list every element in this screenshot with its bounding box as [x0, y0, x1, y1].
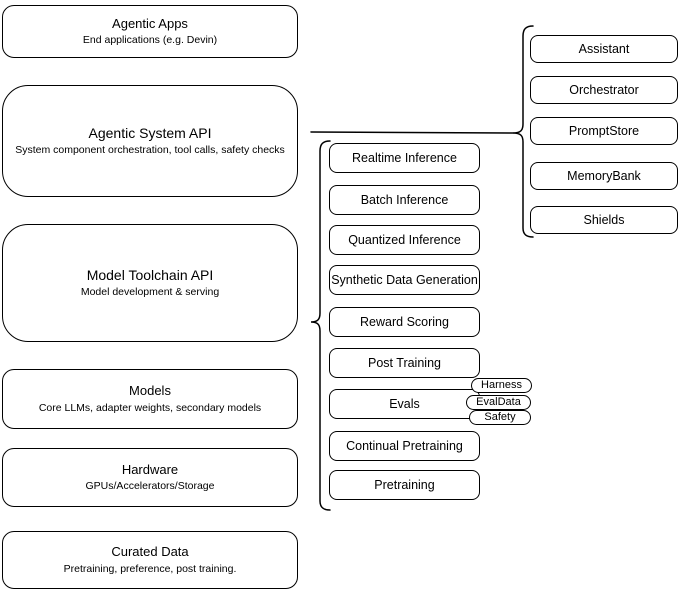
node-curated-data: Curated Data Pretraining, preference, po… — [2, 531, 298, 589]
node-label: Shields — [583, 213, 625, 227]
node-assistant: Assistant — [530, 35, 678, 63]
node-label: Realtime Inference — [352, 151, 457, 165]
node-synthetic-data-generation: Synthetic Data Generation — [329, 265, 480, 295]
node-pretraining: Pretraining — [329, 470, 480, 500]
node-post-training: Post Training — [329, 348, 480, 378]
node-label: Assistant — [578, 42, 630, 56]
node-model-toolchain-api: Model Toolchain API Model development & … — [2, 224, 298, 342]
node-label: PromptStore — [568, 124, 640, 138]
node-label: Pretraining — [374, 478, 435, 492]
node-subtitle: System component orchestration, tool cal… — [15, 144, 285, 157]
node-title: Model Toolchain API — [86, 266, 214, 283]
node-realtime-inference: Realtime Inference — [329, 143, 480, 173]
node-shields: Shields — [530, 206, 678, 234]
node-evals: Evals — [329, 389, 480, 419]
node-label: Post Training — [368, 356, 441, 370]
node-subtitle: End applications (e.g. Devin) — [82, 34, 218, 47]
node-subtitle: GPUs/Accelerators/Storage — [85, 480, 215, 493]
node-label: Continual Pretraining — [346, 439, 463, 453]
node-label: Reward Scoring — [360, 315, 449, 329]
node-subtitle: Model development & serving — [80, 286, 220, 299]
pill-label: Harness — [481, 379, 522, 391]
pill-label: EvalData — [476, 396, 521, 408]
node-title: Curated Data — [111, 544, 189, 560]
node-agentic-system-api: Agentic System API System component orch… — [2, 85, 298, 197]
node-label: Batch Inference — [360, 193, 449, 207]
node-title: Agentic Apps — [112, 15, 188, 31]
middle-column-brace — [310, 140, 331, 511]
pill-safety: Safety — [469, 410, 531, 425]
node-label: Evals — [389, 397, 420, 411]
pill-evaldata: EvalData — [466, 395, 531, 410]
node-title: Agentic System API — [88, 124, 212, 141]
node-agentic-apps: Agentic Apps End applications (e.g. Devi… — [2, 5, 298, 58]
node-title: Models — [129, 383, 171, 399]
node-quantized-inference: Quantized Inference — [329, 225, 480, 255]
node-memorybank: MemoryBank — [530, 162, 678, 190]
node-title: Hardware — [121, 461, 179, 477]
node-promptstore: PromptStore — [530, 117, 678, 145]
node-label: Quantized Inference — [348, 233, 461, 247]
node-batch-inference: Batch Inference — [329, 185, 480, 215]
node-label: Synthetic Data Generation — [331, 273, 478, 287]
node-orchestrator: Orchestrator — [530, 76, 678, 104]
node-models: Models Core LLMs, adapter weights, secon… — [2, 369, 298, 429]
node-continual-pretraining: Continual Pretraining — [329, 431, 480, 461]
pill-label: Safety — [484, 411, 516, 423]
node-label: Orchestrator — [569, 83, 639, 97]
pill-harness: Harness — [471, 378, 532, 393]
node-subtitle: Core LLMs, adapter weights, secondary mo… — [38, 401, 262, 414]
node-reward-scoring: Reward Scoring — [329, 307, 480, 337]
agentic-api-connector-line — [310, 131, 514, 134]
node-label: MemoryBank — [567, 169, 641, 183]
node-subtitle: Pretraining, preference, post training. — [63, 562, 237, 575]
node-hardware: Hardware GPUs/Accelerators/Storage — [2, 448, 298, 507]
